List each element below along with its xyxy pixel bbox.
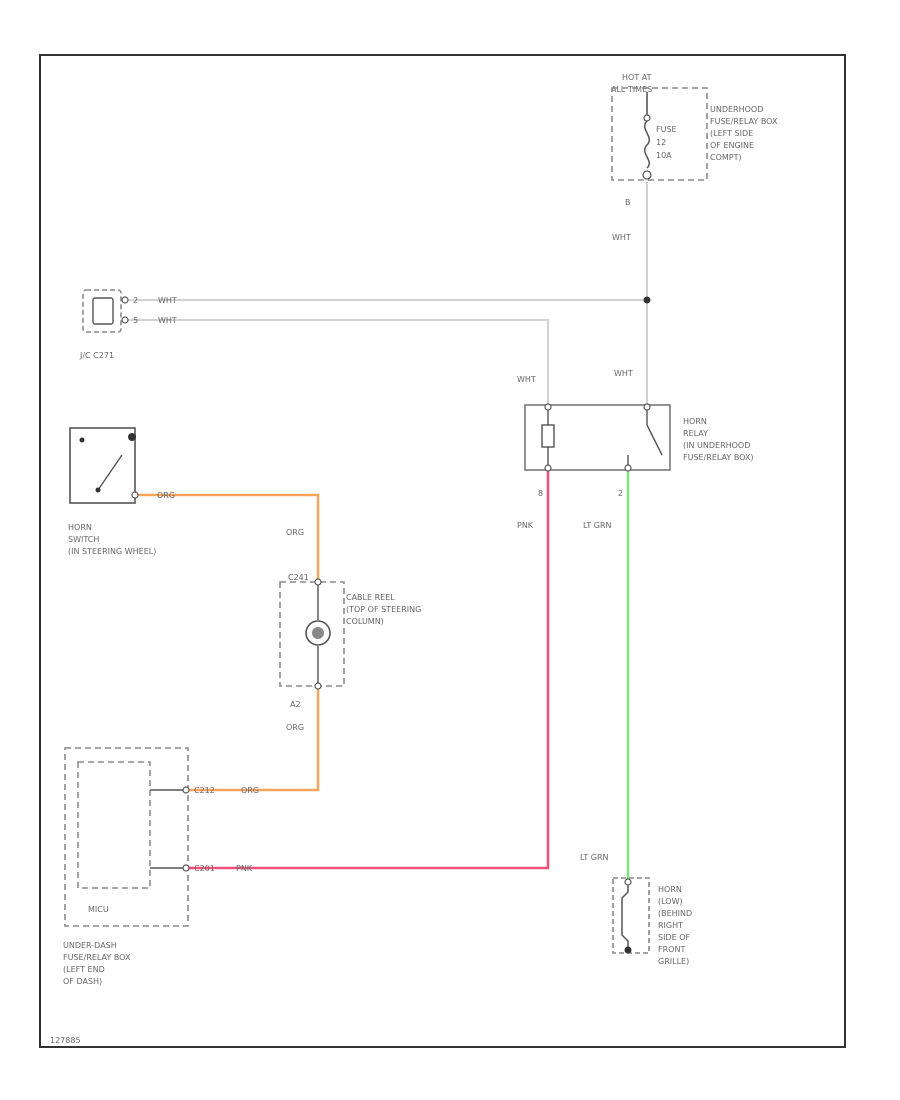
micu-conn-pnk: C201 <box>194 864 215 873</box>
wire-label-wht-fuse: WHT <box>612 233 631 242</box>
underhood-box-label-3: (LEFT SIDE <box>710 129 753 138</box>
cable-reel-label-3: COLUMN) <box>346 617 384 626</box>
wire-label-wht-jc-top: WHT <box>158 296 177 305</box>
wire-org-switch-to-reel <box>135 493 320 580</box>
horn-relay-label-3: (IN UNDERHOOD <box>683 441 750 450</box>
wire-label-wht-relay-left: WHT <box>517 375 536 384</box>
underdash-label-1: UNDER-DASH <box>63 941 117 950</box>
wire-label-org-micu: ORG <box>241 786 259 795</box>
fuse-icon <box>644 120 650 169</box>
fuse-terminal-top <box>643 114 651 122</box>
underhood-box-label-5: COMPT) <box>710 153 742 162</box>
horn-low-label-5: SIDE OF <box>658 933 690 942</box>
wire-label-wht-relay-right: WHT <box>614 369 633 378</box>
cable-reel-box <box>279 581 345 687</box>
underhood-fuse-box <box>611 87 708 181</box>
cable-reel-label-2: (TOP OF STEERING <box>346 605 421 614</box>
horn-relay-label-1: HORN <box>683 417 707 426</box>
diagram-id: 127885 <box>50 1036 81 1045</box>
horn-low-label-1: HORN <box>658 885 682 894</box>
diagram-frame <box>39 54 846 1048</box>
micu-label: MICU <box>88 905 109 914</box>
fuse-label-3: 10A <box>656 151 672 160</box>
cable-reel-icon <box>305 578 331 690</box>
micu-conn-org: C212 <box>194 786 215 795</box>
underhood-box-label-4: OF ENGINE <box>710 141 754 150</box>
micu-connections <box>150 786 190 872</box>
jc-pin-bottom: 5 <box>133 316 138 325</box>
hot-at-label-2: ALL TIMES <box>611 85 652 94</box>
fuse-terminal-bottom <box>642 170 652 180</box>
relay-pin-left: 8 <box>538 489 543 498</box>
horn-switch-label-1: HORN <box>68 523 92 532</box>
jc-pin-top: 2 <box>133 296 138 305</box>
horn-low-icon <box>612 877 650 954</box>
jc-label: J/C C271 <box>79 351 114 360</box>
horn-switch-icon <box>79 433 139 499</box>
wire-label-pnk-micu: PNK <box>236 864 253 873</box>
horn-low-label-6: FRONT <box>658 945 685 954</box>
fuse-label-1: FUSE <box>656 125 677 134</box>
wire-label-lt-grn-horn: LT GRN <box>580 853 609 862</box>
junction-connector-icon <box>82 289 129 333</box>
underdash-label-4: OF DASH) <box>63 977 102 986</box>
horn-switch-box <box>69 427 136 504</box>
relay-pin-right: 2 <box>618 489 623 498</box>
wire-label-org-reel-bottom: ORG <box>286 723 304 732</box>
underdash-label-2: FUSE/RELAY BOX <box>63 953 131 962</box>
underdash-box <box>64 747 189 927</box>
wire-label-org-switch: ORG <box>157 491 175 500</box>
micu-box <box>77 761 151 889</box>
cable-reel-label-1: CABLE REEL <box>346 593 395 602</box>
wire-pnk-relay-to-micu <box>186 470 550 870</box>
cable-reel-conn-top: C241 <box>288 573 309 582</box>
fuse-label-2: 12 <box>656 138 666 147</box>
horn-low-label-3: (BEHIND <box>658 909 692 918</box>
underhood-box-label-1: UNDERHOOD <box>710 105 763 114</box>
underdash-label-3: (LEFT END <box>63 965 105 974</box>
horn-low-label-4: RIGHT <box>658 921 683 930</box>
hot-at-label-1: HOT AT <box>622 73 652 82</box>
wire-label-org-reel-top: ORG <box>286 528 304 537</box>
horn-switch-label-3: (IN STEERING WHEEL) <box>68 547 156 556</box>
horn-relay-label-4: FUSE/RELAY BOX) <box>683 453 754 462</box>
wire-label-pnk-relay: PNK <box>517 521 534 530</box>
horn-low-label-7: GRILLE) <box>658 957 689 966</box>
wire-org-reel-to-micu <box>186 688 320 792</box>
relay-switch-icon <box>624 403 663 472</box>
horn-relay-box <box>524 404 671 471</box>
cable-reel-conn-bottom: A2 <box>290 700 301 709</box>
wire-label-wht-jc-bottom: WHT <box>158 316 177 325</box>
wire-label-lt-grn-relay: LT GRN <box>583 521 612 530</box>
horn-relay-label-2: RELAY <box>683 429 708 438</box>
relay-coil-icon <box>541 403 555 472</box>
horn-low-label-2: (LOW) <box>658 897 683 906</box>
underhood-box-label-2: FUSE/RELAY BOX <box>710 117 778 126</box>
fuse-pin-label: B <box>625 198 631 207</box>
splice-dot <box>643 296 651 304</box>
wire-wht-jc-to-relay <box>125 319 549 405</box>
horn-switch-label-2: SWITCH <box>68 535 99 544</box>
